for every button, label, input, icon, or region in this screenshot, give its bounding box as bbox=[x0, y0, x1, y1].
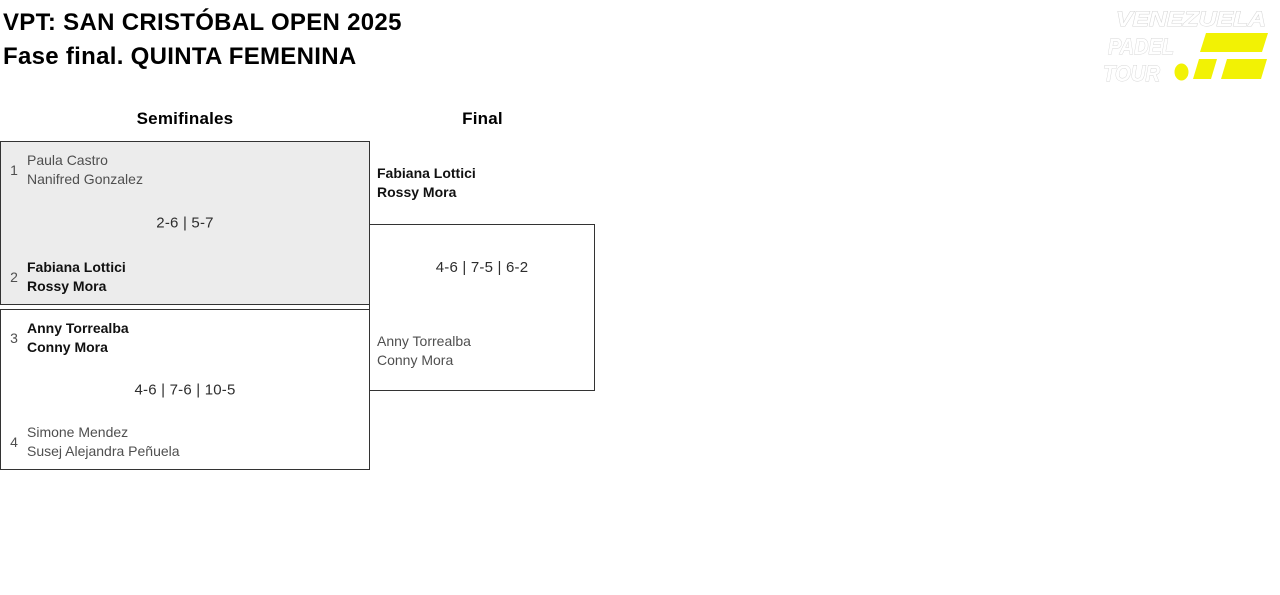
tournament-title: VPT: SAN CRISTÓBAL OPEN 2025 bbox=[3, 9, 402, 36]
team-players: Paula Castro Nanifred Gonzalez bbox=[27, 151, 143, 189]
player-name: Anny Torrealba bbox=[27, 320, 129, 336]
round-header-final: Final bbox=[462, 109, 503, 128]
logo-text-venezuela: VENEZUELA bbox=[1116, 8, 1266, 31]
team-players: Anny Torrealba Conny Mora bbox=[27, 319, 129, 357]
logo-text-tour: TOUR bbox=[1103, 61, 1160, 86]
player-name: Paula Castro bbox=[27, 152, 108, 168]
player-name: Simone Mendez bbox=[27, 424, 129, 440]
team-row: 3 Anny Torrealba Conny Mora bbox=[1, 319, 369, 357]
player-name: Susej Alejandra Peñuela bbox=[27, 443, 180, 459]
logo-accent-bar-medium bbox=[1221, 59, 1267, 79]
logo-accent-bar-small bbox=[1193, 59, 1217, 79]
page-header: VPT: SAN CRISTÓBAL OPEN 2025 Fase final.… bbox=[3, 6, 402, 74]
player-name: Fabiana Lottici bbox=[377, 165, 476, 181]
match-score: 4-6 | 7-6 | 10-5 bbox=[134, 381, 236, 398]
logo-text-padel: PADEL bbox=[1108, 34, 1174, 59]
team-players: Simone Mendez Susej Alejandra Peñuela bbox=[27, 423, 180, 461]
team-row: 1 Paula Castro Nanifred Gonzalez bbox=[1, 151, 369, 189]
team-players: Fabiana Lottici Rossy Mora bbox=[27, 258, 126, 296]
player-name: Rossy Mora bbox=[377, 184, 457, 200]
match-score: 4-6 | 7-5 | 6-2 bbox=[435, 259, 529, 276]
player-name: Rossy Mora bbox=[27, 278, 107, 294]
match-box-semifinal-1: 1 Paula Castro Nanifred Gonzalez 2-6 | 5… bbox=[0, 141, 370, 305]
player-name: Fabiana Lottici bbox=[27, 259, 126, 275]
round-header-semifinals: Semifinales bbox=[136, 109, 234, 128]
team-row: 4 Simone Mendez Susej Alejandra Peñuela bbox=[1, 423, 369, 461]
logo-dot bbox=[1174, 63, 1189, 81]
player-name: Conny Mora bbox=[377, 352, 454, 368]
match-box-final: 4-6 | 7-5 | 6-2 bbox=[369, 224, 595, 391]
team-seed: 3 bbox=[10, 330, 18, 346]
player-name: Conny Mora bbox=[27, 339, 108, 355]
team-row: 2 Fabiana Lottici Rossy Mora bbox=[1, 258, 369, 296]
team-seed: 1 bbox=[10, 162, 18, 178]
match-score: 2-6 | 5-7 bbox=[156, 214, 214, 232]
final-team-runnerup: Anny Torrealba Conny Mora bbox=[377, 332, 471, 370]
logo-accent-bar-large bbox=[1200, 33, 1268, 52]
final-team-winner: Fabiana Lottici Rossy Mora bbox=[377, 164, 476, 202]
team-seed: 2 bbox=[10, 269, 18, 285]
match-box-semifinal-2: 3 Anny Torrealba Conny Mora 4-6 | 7-6 | … bbox=[0, 309, 370, 470]
vpt-logo: VENEZUELA PADEL TOUR bbox=[1103, 8, 1268, 86]
player-name: Nanifred Gonzalez bbox=[27, 171, 143, 187]
team-seed: 4 bbox=[10, 434, 18, 450]
player-name: Anny Torrealba bbox=[377, 333, 471, 349]
tournament-stage: Fase final. QUINTA FEMENINA bbox=[3, 43, 357, 70]
